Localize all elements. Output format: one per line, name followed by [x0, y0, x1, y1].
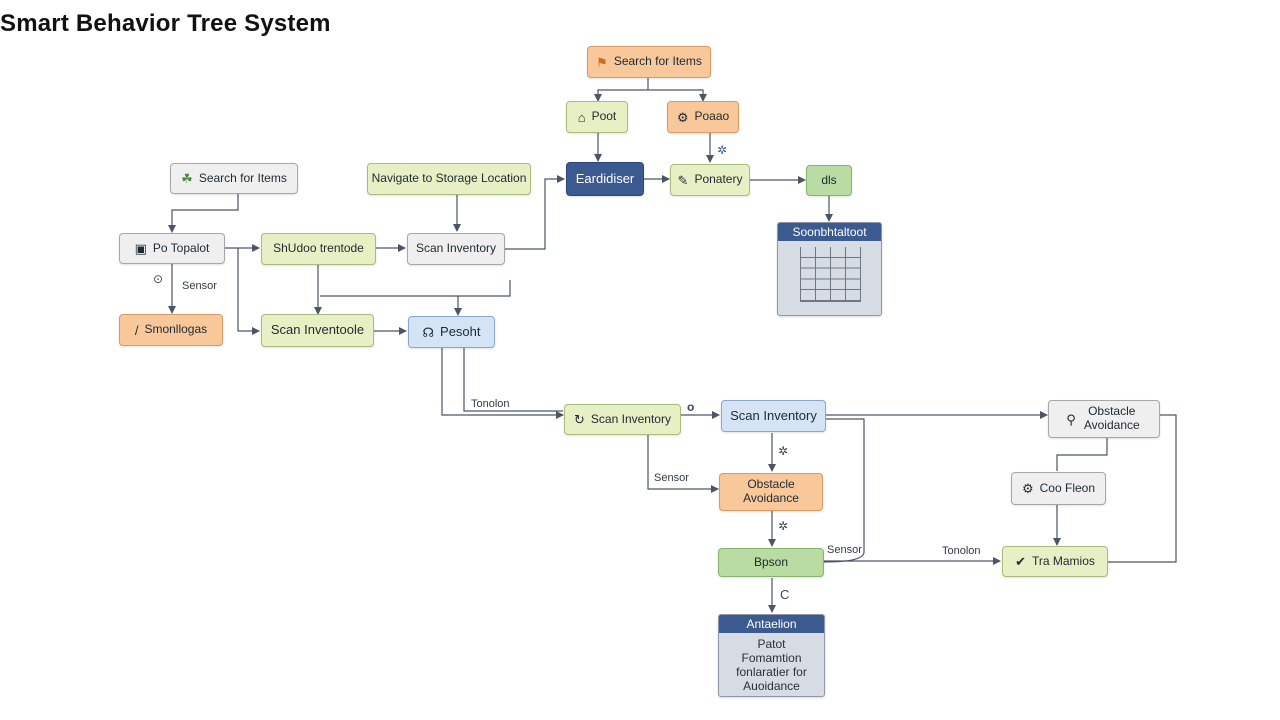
grid-table-icon: [800, 247, 861, 302]
node-dls[interactable]: dls: [806, 165, 852, 196]
node-navigate[interactable]: Navigate to Storage Location: [367, 163, 531, 195]
sensor-card: Soonbhtaltoot: [777, 222, 882, 316]
gear-icon: ⚙: [1021, 481, 1034, 496]
edge-label-tonolon-2: Tonolon: [942, 545, 981, 557]
gear-marker-icon: ✲: [778, 519, 789, 533]
node-left-search[interactable]: ☘ Search for Items: [170, 163, 298, 194]
edge-pesoht-to-scan2: [441, 348, 564, 419]
node-obstacle-center[interactable]: Obstacle Avoidance: [719, 473, 823, 511]
headset-icon: ☊: [422, 324, 435, 340]
node-poot[interactable]: ⌂ Poot: [566, 101, 628, 133]
edge-branch-to-scan-inventoole: [237, 248, 260, 335]
edge-label-sensor-1: Sensor: [182, 280, 217, 292]
edge-left-search-to-po-topalot: [168, 194, 239, 233]
edge-scan1-to-pesoht: [320, 280, 511, 297]
flag-icon: ⚑: [596, 54, 608, 70]
edge-label-sensor-2: Sensor: [654, 472, 689, 484]
node-eardidiser[interactable]: Eardidiser: [566, 162, 644, 196]
circle-marker: ⊙: [153, 272, 164, 286]
node-scan-inventory-1[interactable]: Scan Inventory: [407, 233, 505, 265]
edge-label-tonolon-1: Tonolon: [471, 398, 510, 410]
action-card-header: Antaelion: [719, 615, 824, 633]
gear-marker-icon: ✲: [717, 143, 728, 157]
sensor-card-header: Soonbhtaltoot: [778, 223, 881, 241]
gear-icon: ⚙: [676, 109, 689, 125]
node-pesoht[interactable]: ☊ Pesoht: [408, 316, 495, 348]
node-scan-inventoole[interactable]: Scan Inventoole: [261, 314, 374, 347]
edge-top-search-to-poaao: [648, 89, 707, 102]
node-shudoo[interactable]: ShUdoo trentode: [261, 233, 376, 265]
small-circle-marker: o: [687, 400, 695, 414]
edge-top-search-to-poot: [594, 78, 649, 102]
pin-icon: ⚲: [1066, 411, 1076, 427]
edge-scan2-to-obstacle-center: [647, 434, 719, 493]
page-title: Smart Behavior Tree System: [0, 10, 331, 37]
node-obstacle-right[interactable]: ⚲ Obstacle Avoidance: [1048, 400, 1160, 438]
node-ponatery[interactable]: ✎ Ponatery: [670, 164, 750, 196]
pencil-icon: ✎: [677, 172, 689, 188]
edge-obstacle-right-to-coo-fleon: [1056, 438, 1108, 471]
action-card-body: Patot Fomamtion fonlaratier for Auoidanc…: [736, 637, 807, 693]
node-scan-inventory-3[interactable]: Scan Inventory: [721, 400, 826, 432]
refresh-icon: ↻: [574, 412, 585, 427]
node-coo-fleon[interactable]: ⚙ Coo Fleon: [1011, 472, 1106, 505]
node-poaao[interactable]: ⚙ Poaao: [667, 101, 739, 133]
route-icon: ☘: [181, 171, 193, 186]
c-marker: C: [780, 587, 790, 602]
node-smonllogas[interactable]: / Smonllogas: [119, 314, 223, 346]
node-bpson[interactable]: Bpson: [718, 548, 824, 577]
screen-icon: ▣: [134, 241, 147, 256]
pen-icon: /: [134, 322, 139, 338]
gear-marker-icon: ✲: [778, 444, 789, 458]
node-tra-mamios[interactable]: ✔ Tra Mamios: [1002, 546, 1108, 577]
edge-pesoht-to-scan2-b: [463, 348, 563, 412]
edge-label-sensor-3: Sensor: [827, 544, 862, 556]
edge-obstacle-right-loop: [1108, 414, 1177, 563]
edge-scan1-to-eardidiser: [505, 175, 565, 250]
node-scan-inventory-2[interactable]: ↻ Scan Inventory: [564, 404, 681, 435]
node-po-topalot[interactable]: ▣ Po Topalot: [119, 233, 225, 264]
edge-scan3-to-bpson: [823, 418, 865, 563]
action-card: Antaelion Patot Fomamtion fonlaratier fo…: [718, 614, 825, 697]
house-icon: ⌂: [577, 109, 586, 125]
node-top-search[interactable]: ⚑ Search for Items: [587, 46, 711, 78]
check-icon: ✔: [1015, 554, 1026, 569]
